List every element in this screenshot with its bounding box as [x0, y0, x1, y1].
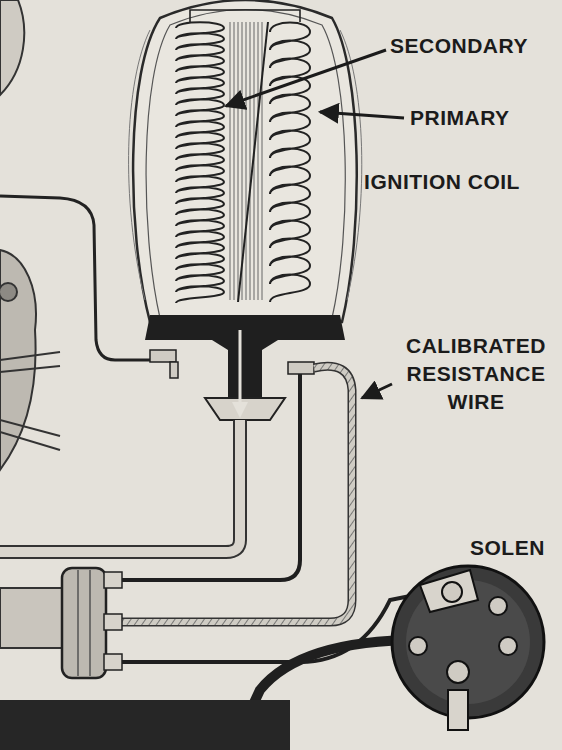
leader-arrow: [362, 384, 392, 398]
connector-block: [0, 568, 122, 678]
core-lamination: [262, 22, 263, 300]
winding-lead: [190, 10, 300, 22]
core-lamination: [258, 22, 259, 300]
part-label: SOLEN: [470, 534, 558, 562]
coil-wire: [120, 374, 300, 580]
coil-casing: [129, 0, 362, 322]
resistance-wire: [120, 366, 352, 622]
part-label: CALIBRATED RESISTANCE WIRE: [394, 332, 558, 416]
core-lamination: [238, 22, 239, 300]
leader-arrow: [226, 50, 386, 106]
high-tension-lead: [0, 420, 240, 552]
core-lamination: [250, 22, 251, 300]
core-lamination: [234, 22, 235, 300]
engine-part: [0, 700, 290, 750]
part-label: PRIMARY: [410, 104, 558, 132]
leader-arrow: [320, 112, 404, 118]
primary-winding: [270, 23, 310, 302]
core-lamination: [230, 22, 231, 300]
starter-solenoid: [392, 566, 544, 730]
coil-turns: [176, 22, 224, 303]
solenoid-wire: [122, 592, 430, 662]
winding-lead: [238, 22, 268, 302]
coil-turns: [270, 23, 310, 302]
resistance-wire: [120, 366, 352, 622]
iron-core: [230, 22, 262, 300]
partial-part: [0, 0, 24, 95]
core-lamination: [246, 22, 247, 300]
distributor: [0, 250, 60, 470]
secondary-winding: [176, 22, 224, 303]
high-tension-lead: [0, 420, 240, 552]
part-label: SECONDARY: [390, 32, 558, 60]
part-label: IGNITION COIL: [362, 168, 522, 196]
